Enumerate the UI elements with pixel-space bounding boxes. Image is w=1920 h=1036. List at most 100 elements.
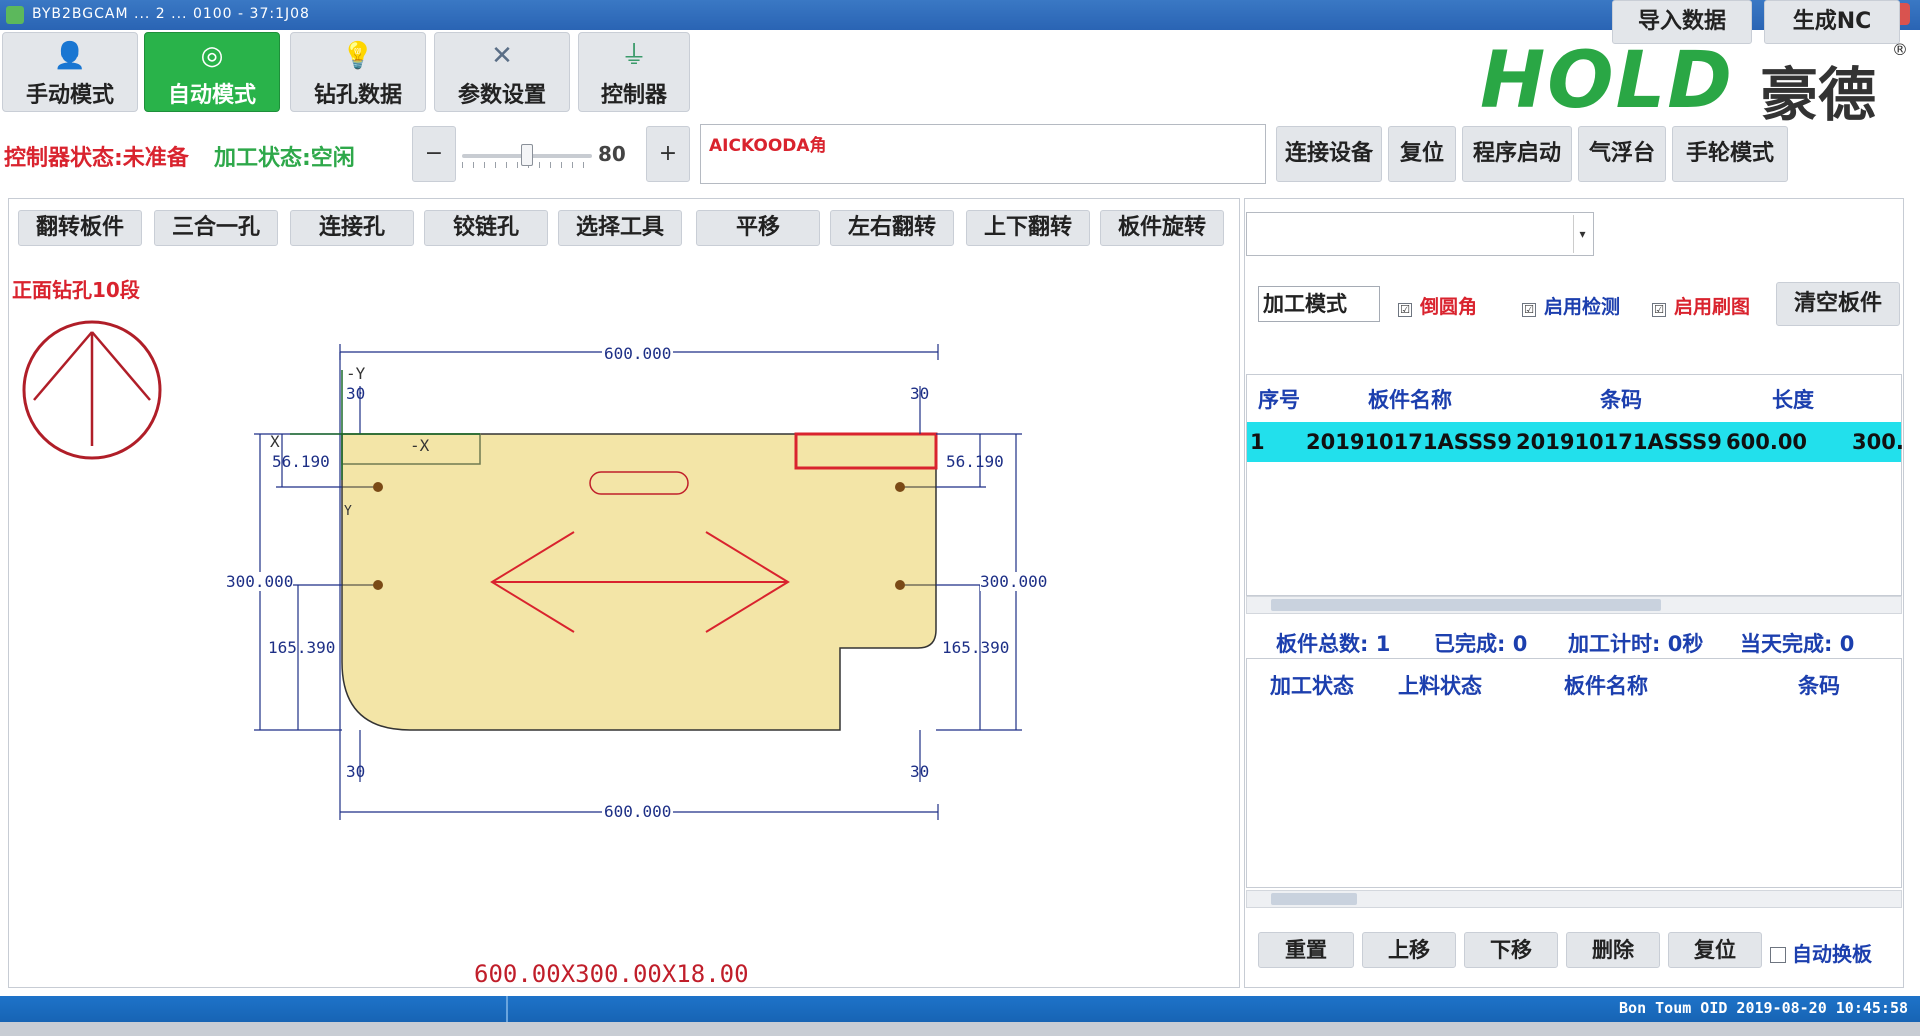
handwheel-mode-button[interactable]: 手轮模式	[1672, 126, 1788, 182]
rotate-panel-button[interactable]: 板件旋转	[1100, 210, 1224, 246]
hole	[373, 482, 383, 492]
header-load-state: 上料状态	[1398, 674, 1482, 698]
direction-indicator	[22, 320, 162, 460]
taskbar	[0, 1022, 1920, 1036]
drill-section-label: 正面钻孔10段	[12, 278, 140, 302]
process-mode-select[interactable]: 加工模式	[1258, 286, 1380, 322]
panel-drawing	[254, 344, 1022, 820]
machine-status: 控制器状态:未准备	[4, 146, 189, 171]
panel-table-scrollbar[interactable]	[1246, 596, 1902, 614]
translate-button[interactable]: 平移	[696, 210, 820, 246]
status-time: Bon Toum OID 2019-08-20 10:45:58	[1619, 999, 1908, 1017]
flip-vertical-button[interactable]: 上下翻转	[966, 210, 1090, 246]
left-height-dimension: 300.000	[226, 572, 294, 591]
enable-brush-checkbox[interactable]: ☑启用刷图	[1652, 292, 1750, 319]
axis-label-y: Y	[344, 504, 352, 519]
connection-hole-button[interactable]: 连接孔	[290, 210, 414, 246]
reset-button[interactable]: 复位	[1388, 126, 1456, 182]
tab-drill-data[interactable]: 💡 钻孔数据	[290, 32, 426, 112]
header-name: 板件名称	[1368, 388, 1452, 412]
operator-icon: 👤	[53, 41, 87, 71]
arrow-right-head	[705, 531, 790, 633]
reset-queue-button[interactable]: 复位	[1668, 932, 1762, 968]
tools-icon: ✕	[491, 41, 513, 71]
right-lower-dimension: 165.390	[942, 638, 1010, 657]
process-status: 加工状态:空闲	[214, 146, 355, 171]
row-name: 201910171ASSS9	[1306, 430, 1512, 454]
generate-nc-button[interactable]: 生成NC	[1764, 0, 1900, 44]
reset-list-button[interactable]: 重置	[1258, 932, 1354, 968]
window-title: BYB2BGCAM ... 2 ... 0100 - 37:1J08	[32, 6, 310, 22]
chevron-down-icon[interactable]: ▾	[1573, 215, 1591, 253]
move-down-button[interactable]: 下移	[1464, 932, 1558, 968]
queue-table-scrollbar[interactable]	[1246, 890, 1902, 908]
hole	[373, 580, 383, 590]
import-data-button[interactable]: 导入数据	[1612, 0, 1752, 44]
table-row[interactable]	[1247, 422, 1901, 462]
status-bar: Bon Toum OID 2019-08-20 10:45:58	[0, 996, 1920, 1022]
delete-button[interactable]: 删除	[1566, 932, 1660, 968]
tab-parameter-settings[interactable]: ✕ 参数设置	[434, 32, 570, 112]
joystick-icon: ⏚	[620, 41, 647, 71]
row-length: 600.00	[1726, 430, 1808, 454]
process-timer: 加工计时: 0秒	[1568, 632, 1704, 656]
speed-value: 80	[598, 142, 626, 166]
scrollbar-thumb[interactable]	[1271, 599, 1661, 611]
flip-horizontal-button[interactable]: 左右翻转	[830, 210, 954, 246]
slider-thumb[interactable]	[521, 144, 533, 166]
auto-change-panel-checkbox[interactable]: 自动换板	[1770, 938, 1872, 967]
select-tool-button[interactable]: 选择工具	[558, 210, 682, 246]
message-text: AICKOODA角	[709, 136, 827, 156]
tab-manual-mode[interactable]: 👤 手动模式	[2, 32, 138, 112]
three-in-one-hole-button[interactable]: 三合一孔	[154, 210, 278, 246]
total-count: 板件总数: 1	[1276, 632, 1391, 656]
message-box: AICKOODA角	[700, 124, 1266, 184]
corner-dim-tr: 30	[910, 384, 930, 403]
enable-detect-checkbox[interactable]: ☑启用检测	[1522, 292, 1620, 319]
header-length: 长度	[1772, 388, 1814, 412]
row-code: 201910171ASSS9	[1516, 430, 1722, 454]
speed-decrease-button[interactable]: −	[412, 126, 456, 182]
panel-size-label: 600.00X300.00X18.00	[474, 960, 749, 988]
hole	[895, 580, 905, 590]
header-process-state: 加工状态	[1270, 674, 1354, 698]
air-table-button[interactable]: 气浮台	[1578, 126, 1666, 182]
axis-label-neg-x: -X	[410, 436, 430, 455]
top-dimension: 600.000	[602, 344, 674, 363]
right-edge-dimension: 56.190	[946, 452, 1004, 471]
today-count: 当天完成: 0	[1740, 632, 1855, 656]
scrollbar-thumb[interactable]	[1271, 893, 1357, 905]
speed-increase-button[interactable]: +	[646, 126, 690, 182]
tab-auto-mode[interactable]: ◎ 自动模式	[144, 32, 280, 112]
program-start-button[interactable]: 程序启动	[1462, 126, 1572, 182]
slot-hole	[589, 471, 689, 495]
gauge-icon: ◎	[200, 41, 224, 71]
axis-label-x: X	[270, 432, 280, 451]
bottom-dimension: 600.000	[602, 802, 674, 821]
corner-dim-tl: 30	[346, 384, 366, 403]
done-count: 已完成: 0	[1434, 632, 1528, 656]
speed-slider[interactable]	[462, 142, 592, 168]
up-arrow-left-icon	[33, 331, 93, 401]
axis-label-neg-y: -Y	[346, 364, 366, 383]
corner-dim-bl: 30	[346, 762, 366, 781]
move-up-button[interactable]: 上移	[1362, 932, 1456, 968]
header-panel-name: 板件名称	[1564, 674, 1648, 698]
arrow-left-head	[490, 531, 575, 633]
hinge-hole-button[interactable]: 铰链孔	[424, 210, 548, 246]
clear-panels-button[interactable]: 清空板件	[1776, 282, 1900, 326]
connect-device-button[interactable]: 连接设备	[1276, 126, 1382, 182]
round-corner-checkbox[interactable]: ☑倒圆角	[1398, 292, 1477, 319]
row-width: 300.	[1852, 430, 1904, 454]
brand-logo: HOLD 豪德 ®	[1480, 36, 1908, 129]
flip-panel-button[interactable]: 翻转板件	[18, 210, 142, 246]
header-code: 条码	[1600, 388, 1642, 412]
header-barcode: 条码	[1798, 674, 1840, 698]
hole	[895, 482, 905, 492]
corner-dim-br: 30	[910, 762, 930, 781]
header-index: 序号	[1258, 388, 1300, 412]
file-select[interactable]: ▾	[1246, 212, 1594, 256]
tab-controller[interactable]: ⏚ 控制器	[578, 32, 690, 112]
selected-region	[794, 432, 938, 470]
row-index: 1	[1250, 430, 1265, 454]
